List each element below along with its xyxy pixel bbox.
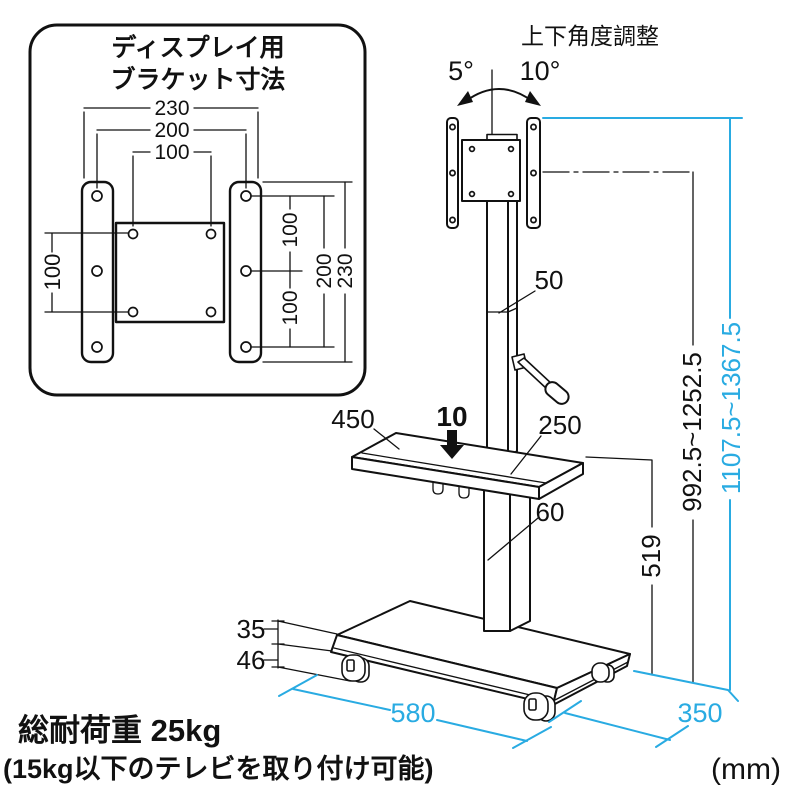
stand-dimensions-accent: 1107.5~1367.5 580 350	[278, 117, 746, 749]
base-front-bevel-line	[333, 647, 556, 702]
bracket-box-title-line1: ディスプレイ用	[111, 33, 284, 62]
dim-line-100-left	[44, 232, 129, 313]
base-right-bevel-line	[554, 661, 629, 701]
mount-holes	[449, 123, 537, 224]
bracket-holes	[91, 190, 252, 353]
shelf-top-inset-line	[361, 452, 547, 484]
dim-label-230-right: 230	[334, 253, 357, 288]
tilt-forward-label: 10°	[520, 56, 561, 86]
display-mount-head	[446, 69, 541, 229]
shelf	[351, 432, 584, 500]
stand-drawing: 上下角度調整 5° 10° 992.5~1252.5 519 50 450 10…	[237, 23, 746, 749]
unit-label: (mm)	[711, 753, 781, 786]
dim-label-200-top: 200	[154, 119, 189, 142]
dim-label-mount-height: 992.5~1252.5	[677, 352, 707, 512]
dim-leader-shelf-depth	[510, 435, 542, 475]
tilt-arc-icon	[465, 88, 533, 102]
dim-label-shelf-width: 450	[331, 404, 374, 434]
dim-lines-base-thickness-caster	[263, 619, 351, 682]
dim-label-230-top: 230	[154, 97, 189, 120]
dim-leader-shelf-width	[373, 428, 400, 450]
floor-reference-line	[633, 670, 739, 702]
dim-label-200-right: 200	[313, 253, 336, 288]
clearance-arrow-shaft-icon	[447, 430, 457, 445]
stand-dimensions-black: 992.5~1252.5 519 50 450 10 250 60 35 46	[237, 171, 707, 684]
dim-line-200-top	[96, 129, 247, 189]
load-capacity-line2: (15kg以下のテレビを取り付け可能)	[3, 753, 434, 784]
bracket-box-title-line2: ブラケット寸法	[110, 65, 285, 94]
shelf-mount-hooks	[432, 479, 470, 499]
dim-label-base-depth: 350	[677, 698, 722, 728]
dim-label-100-left: 100	[40, 254, 65, 291]
base-platform	[330, 600, 631, 722]
vesa-plate	[114, 221, 226, 324]
dim-label-100-right-upper: 100	[279, 212, 302, 247]
tilt-back-label: 5°	[448, 56, 474, 86]
tilt-arrowhead-left-icon	[457, 91, 473, 106]
dim-line-230-top	[83, 107, 259, 179]
dim-label-shelf-depth: 250	[538, 410, 581, 440]
dim-label-100-top: 100	[154, 141, 189, 164]
shelf-right-face	[538, 462, 584, 500]
upper-pole-front-face	[486, 199, 509, 459]
caster-right-rear	[591, 662, 615, 683]
load-capacity-line1: 総耐荷重 25kg	[18, 713, 221, 748]
crank-handle	[511, 353, 570, 405]
dim-line-base-width	[278, 674, 552, 749]
dim-leader-column-width	[487, 517, 539, 561]
dim-label-shelf-clearance: 10	[436, 401, 467, 432]
dim-label-column-width: 60	[536, 497, 565, 527]
bracket-dimensions: 230 200 100 100 100 100 200 230	[40, 97, 357, 363]
dim-label-base-thickness: 35	[237, 614, 266, 644]
crank-grip	[544, 381, 570, 405]
caster-right-front	[523, 692, 556, 722]
dim-label-shelf-height: 519	[636, 534, 666, 577]
bracket-drawing	[80, 180, 263, 364]
clearance-arrow-head-icon	[440, 445, 464, 459]
tilt-arrowhead-right-icon	[525, 91, 541, 106]
dim-label-total-height: 1107.5~1367.5	[716, 322, 746, 494]
tilt-adjust-title: 上下角度調整	[521, 23, 659, 49]
dim-label-100-right-lower: 100	[279, 290, 302, 325]
dim-line-shelf-height	[585, 456, 653, 676]
dim-label-pole-width: 50	[535, 265, 564, 295]
lower-column-front-face	[483, 469, 511, 632]
bracket-right-extension-lines	[251, 181, 353, 363]
dim-label-base-width: 580	[390, 698, 435, 728]
dim-line-base-depth	[548, 700, 689, 748]
lift-column	[483, 195, 531, 632]
upper-pole-side-face	[507, 195, 518, 459]
dim-line-100-top	[132, 151, 212, 227]
dim-leader-pole-width	[486, 290, 536, 314]
dim-label-caster-height: 46	[237, 645, 266, 675]
footer-notes: 総耐荷重 25kg (15kg以下のテレビを取り付け可能) (mm)	[3, 713, 781, 786]
caster-left	[341, 654, 370, 683]
bracket-detail-box: ディスプレイ用 ブラケット寸法 230 200 100 100	[28, 23, 367, 397]
